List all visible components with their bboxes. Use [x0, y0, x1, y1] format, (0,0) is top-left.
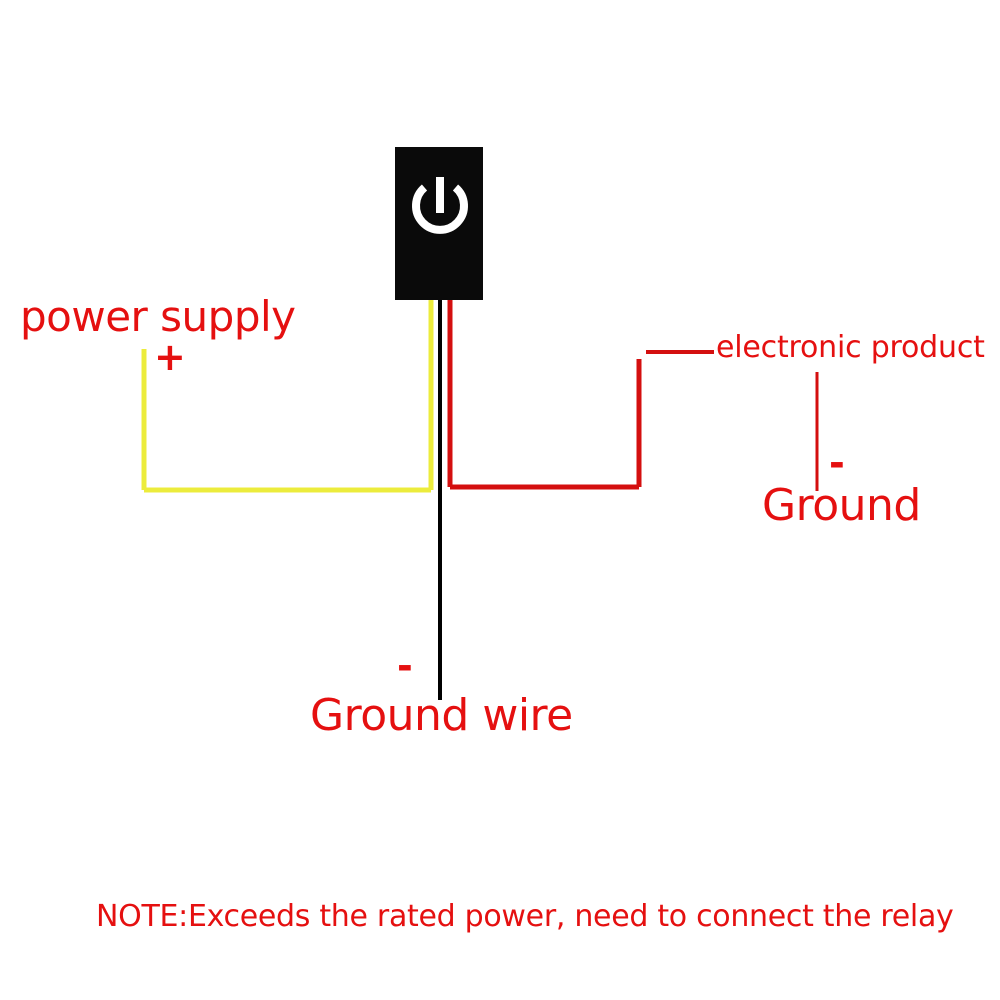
label-electronic-product: electronic product	[716, 330, 985, 365]
power-icon	[412, 177, 468, 234]
label-ground-wire-minus-sign: -	[397, 644, 413, 688]
label-power-supply-plus-sign: +	[154, 335, 186, 379]
label-ground: Ground	[762, 480, 921, 531]
label-ground-minus-sign: -	[829, 441, 845, 485]
label-power-supply: power supply	[20, 292, 296, 341]
red-wire-path	[447, 300, 642, 490]
label-note: NOTE:Exceeds the rated power, need to co…	[96, 899, 954, 934]
yellow-wire-path	[141, 300, 434, 493]
power-switch-module-body[interactable]	[395, 147, 483, 300]
label-ground-wire: Ground wire	[310, 690, 573, 741]
